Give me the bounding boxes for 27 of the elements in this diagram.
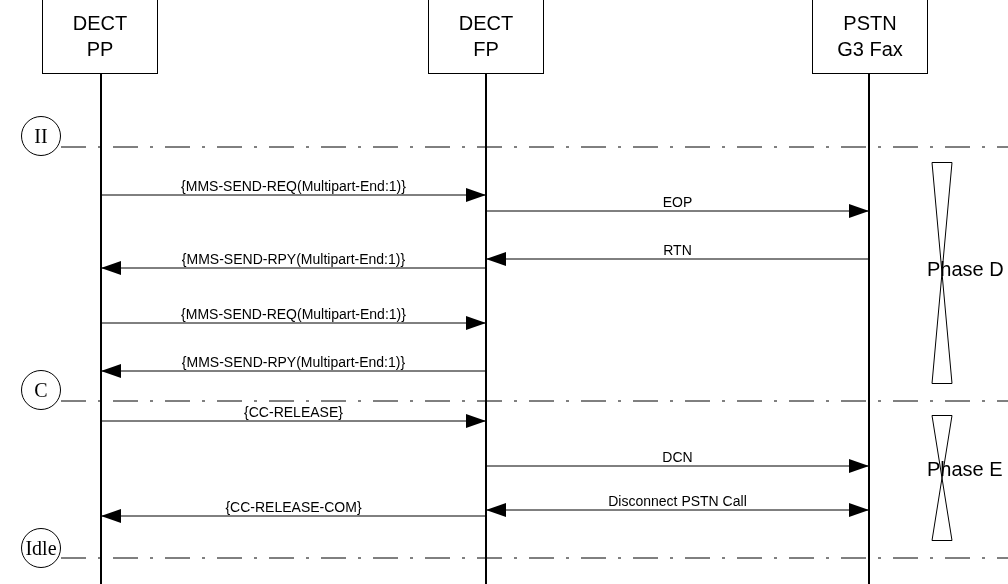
message-label: {MMS-SEND-REQ(Multipart-End:1)} xyxy=(181,178,406,194)
participant-box: DECT FP xyxy=(428,0,544,74)
message-arrow xyxy=(485,503,870,517)
message-label: {MMS-SEND-RPY(Multipart-End:1)} xyxy=(181,354,406,370)
message-label: {CC-RELEASE-COM} xyxy=(225,499,362,515)
message-arrow xyxy=(100,414,487,428)
message-label: EOP xyxy=(662,194,693,210)
message-label: Disconnect PSTN Call xyxy=(608,493,747,509)
message-label: {CC-RELEASE} xyxy=(244,404,343,420)
message-label: DCN xyxy=(662,449,693,465)
participant-box: DECT PP xyxy=(42,0,158,74)
message-label: {MMS-SEND-REQ(Multipart-End:1)} xyxy=(181,306,406,322)
message-arrow xyxy=(485,459,870,473)
state-circle: C xyxy=(21,370,61,410)
message-label: RTN xyxy=(663,242,692,258)
state-circle: Idle xyxy=(21,528,61,568)
phase-label: Phase E xyxy=(927,458,1003,481)
message-label: {MMS-SEND-RPY(Multipart-End:1)} xyxy=(181,251,406,267)
message-arrow xyxy=(100,188,487,202)
message-arrow xyxy=(485,204,870,218)
participant-box: PSTN G3 Fax xyxy=(812,0,928,74)
state-circle: II xyxy=(21,116,61,156)
message-arrow xyxy=(100,261,487,275)
message-arrow xyxy=(100,509,487,523)
message-arrow xyxy=(100,364,487,378)
message-arrow xyxy=(485,252,870,266)
message-arrow xyxy=(100,316,487,330)
